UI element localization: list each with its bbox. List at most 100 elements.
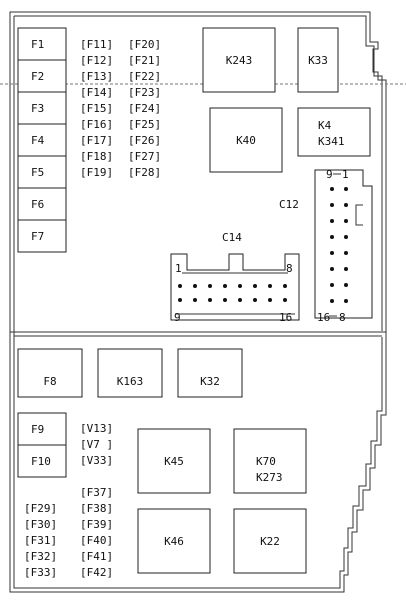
fuse-ref: [F26] xyxy=(128,134,161,147)
fuse-ref: [F15] xyxy=(80,102,113,115)
fuse-ref: [F29] xyxy=(24,502,57,515)
connector-pin xyxy=(253,284,257,288)
relay-k45[interactable] xyxy=(137,428,211,494)
fuse-ref: [F19] xyxy=(80,166,113,179)
relay-label-k32: K32 xyxy=(200,375,220,388)
connector-pin xyxy=(223,298,227,302)
connector-pin xyxy=(330,235,334,239)
connector-c12-body xyxy=(314,169,373,319)
connector-pin xyxy=(330,187,334,191)
relay-k70-k273[interactable] xyxy=(233,428,307,494)
fuse-label-f10: F10 xyxy=(31,455,51,468)
connector-pin xyxy=(223,284,227,288)
fuse-slot-f10[interactable] xyxy=(17,444,67,478)
fuse-ref: [F21] xyxy=(128,54,161,67)
connector-pin xyxy=(344,299,348,303)
fuse-slot-f5[interactable] xyxy=(17,155,67,189)
fuse-slot-f6[interactable] xyxy=(17,187,67,221)
fuse-ref: [F38] xyxy=(80,502,113,515)
fuse-label-f8: F8 xyxy=(43,375,56,388)
pin-number: 1 xyxy=(342,168,349,181)
relay-label-k243: K243 xyxy=(226,54,253,67)
connector-pin xyxy=(330,219,334,223)
relay-label-k33: K33 xyxy=(308,54,328,67)
fuse-label-f3: F3 xyxy=(31,102,44,115)
fuse-ref: [F16] xyxy=(80,118,113,131)
relay-k22[interactable] xyxy=(233,508,307,574)
fuse-slot-f2[interactable] xyxy=(17,59,67,93)
connector-pin xyxy=(208,284,212,288)
fuse-ref: [F13] xyxy=(80,70,113,83)
fuse-ref: [F28] xyxy=(128,166,161,179)
connector-label-c14: C14 xyxy=(222,231,242,244)
relay-label-k22: K22 xyxy=(260,535,280,548)
connector-pin xyxy=(178,284,182,288)
relay-k32[interactable] xyxy=(177,348,243,398)
fuse-ref: [F18] xyxy=(80,150,113,163)
connector-label-c12: C12 xyxy=(279,198,299,211)
connector-pin xyxy=(344,283,348,287)
fuse-ref: [F14] xyxy=(80,86,113,99)
relay-label-k45: K45 xyxy=(164,455,184,468)
housing-inner-outline xyxy=(13,15,383,589)
fuse-label-f2: F2 xyxy=(31,70,44,83)
connector-pin xyxy=(330,283,334,287)
fuse-slot-f9[interactable] xyxy=(17,412,67,446)
relay-label-k4: K4 xyxy=(318,119,332,132)
connector-pin xyxy=(268,298,272,302)
fuse-label-f1: F1 xyxy=(31,38,44,51)
connector-c14-pins xyxy=(178,284,287,302)
fuse-ref: [F32] xyxy=(24,550,57,563)
connector-pin xyxy=(344,219,348,223)
relay-k163[interactable] xyxy=(97,348,163,398)
pin-number: 16 xyxy=(317,311,330,324)
relay-k40[interactable] xyxy=(209,107,283,173)
relay-label-k46: K46 xyxy=(164,535,184,548)
fuse-list-upper: [F11] [F12] [F13] [F14] [F15] [F16] [F17… xyxy=(80,38,161,179)
connector-pin xyxy=(344,251,348,255)
connector-c14-body xyxy=(170,253,300,321)
connector-c14[interactable]: 1 8 9 16 xyxy=(170,253,300,324)
connector-pin xyxy=(283,298,287,302)
pin-number: 16 xyxy=(279,311,292,324)
connector-pin xyxy=(344,203,348,207)
pin-number: 9 xyxy=(326,168,333,181)
fuse-ref: [F30] xyxy=(24,518,57,531)
fuse-ref: [F37] xyxy=(80,486,113,499)
fuse-ref: [F33] xyxy=(24,566,57,579)
fuse-label-f4: F4 xyxy=(31,134,45,147)
fuse-ref: [F39] xyxy=(80,518,113,531)
fuse-label-f7: F7 xyxy=(31,230,44,243)
connector-c12-pins xyxy=(330,187,348,303)
connector-pin xyxy=(344,235,348,239)
connector-pin xyxy=(238,298,242,302)
relay-label-k40: K40 xyxy=(236,134,256,147)
relay-k33[interactable] xyxy=(297,27,339,93)
connector-c12[interactable]: 9 1 16 8 xyxy=(314,168,373,324)
connector-pin xyxy=(253,298,257,302)
connector-pin xyxy=(268,284,272,288)
diode-list: [V13] [V7 ] [V33] xyxy=(80,422,113,467)
pin-number: 9 xyxy=(174,311,181,324)
fuse-ref: [F11] xyxy=(80,38,113,51)
connector-pin xyxy=(330,299,334,303)
fuse-ref: [F17] xyxy=(80,134,113,147)
relay-label-k341: K341 xyxy=(318,135,345,148)
relay-k46[interactable] xyxy=(137,508,211,574)
diode-ref: [V13] xyxy=(80,422,113,435)
fuse-slot-f8[interactable] xyxy=(17,348,83,398)
connector-pin xyxy=(178,298,182,302)
fuse-ref: [F27] xyxy=(128,150,161,163)
pin-number: 8 xyxy=(339,311,346,324)
fuse-slot-f7[interactable] xyxy=(17,219,67,253)
fuse-ref: [F25] xyxy=(128,118,161,131)
relay-k243[interactable] xyxy=(202,27,276,93)
fuse-slot-f3[interactable] xyxy=(17,91,67,125)
relay-k4-k341[interactable] xyxy=(297,107,371,157)
fuse-ref: [F40] xyxy=(80,534,113,547)
connector-pin xyxy=(193,298,197,302)
diode-ref: [V33] xyxy=(80,454,113,467)
fuse-ref: [F42] xyxy=(80,566,113,579)
fuse-label-f6: F6 xyxy=(31,198,44,211)
fuse-ref: [F22] xyxy=(128,70,161,83)
